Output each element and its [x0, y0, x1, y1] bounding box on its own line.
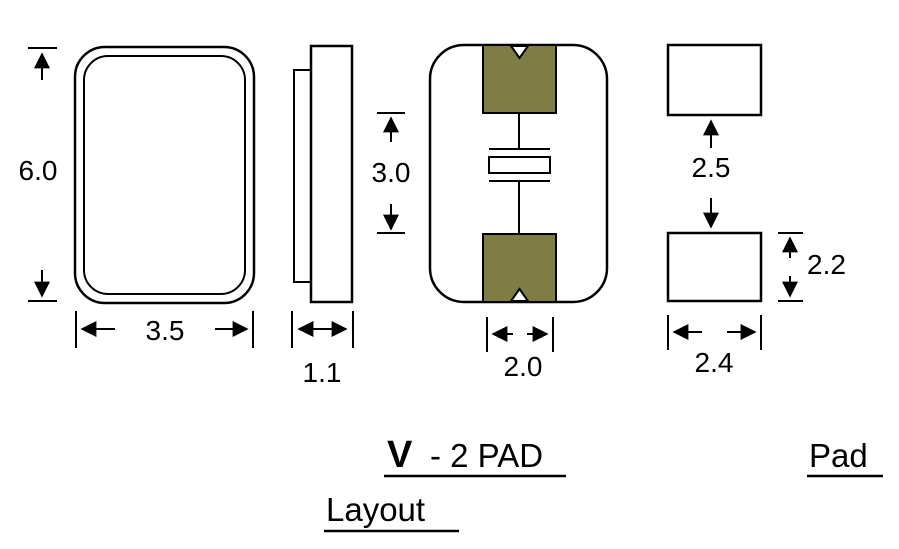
dim-label-height: 6.0 [19, 155, 58, 186]
caption-series-rest: - 2 PAD [430, 437, 543, 474]
caption-pad-word: Pad [809, 437, 868, 474]
dim-label-thickness: 1.1 [303, 357, 342, 388]
layout-top-pad [666, 43, 763, 117]
dimension-height-6-0: 6.0 [19, 47, 58, 302]
bottom-notch [509, 287, 530, 302]
layout-bottom-pad [666, 231, 763, 303]
dim-label-pad-width: 2.4 [695, 347, 734, 378]
top-notch [509, 45, 530, 60]
caption-series-letter: V [387, 434, 413, 476]
dimension-pad-width-2-4: 2.4 [667, 315, 762, 378]
dimension-electrode-width-2-0: 2.0 [486, 317, 554, 382]
side-view-lid [293, 69, 312, 283]
dim-label-electrode-width: 2.0 [504, 351, 543, 382]
dim-label-pad-height: 2.2 [807, 249, 846, 280]
package-side-view [293, 44, 354, 304]
dim-label-electrode-gap: 3.0 [372, 157, 411, 188]
pad-layout-view [666, 43, 763, 303]
caption-layout-word: Layout [326, 491, 425, 528]
dimension-thickness-1-1: 1.1 [291, 311, 354, 388]
crystal-symbol [488, 113, 551, 234]
dimension-width-3-5: 3.5 [75, 311, 254, 348]
package-inner-outline [83, 55, 246, 295]
caption-layout: Layout [324, 491, 459, 533]
side-view-body [309, 44, 354, 304]
package-top-view [73, 45, 256, 305]
dimension-pad-height-2-2: 2.2 [778, 232, 846, 302]
caption-pad: Pad [807, 437, 883, 478]
dim-label-pad-gap: 2.5 [692, 152, 731, 183]
dim-label-width: 3.5 [146, 315, 185, 346]
dimension-pad-gap-2-5: 2.5 [692, 119, 731, 229]
package-bottom-view [428, 43, 609, 304]
caption-series: V - 2 PAD [384, 434, 566, 478]
crystal-body [488, 156, 551, 174]
dimension-electrode-gap-3-0: 3.0 [372, 112, 411, 234]
